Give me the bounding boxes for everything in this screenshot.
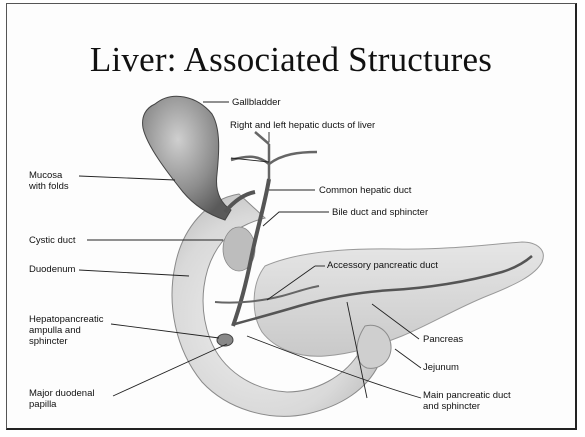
label-gallbladder: Gallbladder bbox=[232, 97, 281, 108]
label-major-duodenal-papilla: Major duodenal papilla bbox=[29, 388, 95, 410]
label-hepatic-ducts: Right and left hepatic ducts of liver bbox=[230, 120, 375, 131]
hepatic-ducts bbox=[231, 132, 317, 179]
gallbladder-shape bbox=[143, 96, 231, 220]
label-duodenum: Duodenum bbox=[29, 264, 75, 275]
label-accessory-pancreatic-duct: Accessory pancreatic duct bbox=[327, 260, 438, 271]
label-jejunum: Jejunum bbox=[423, 362, 459, 373]
label-bile-duct: Bile duct and sphincter bbox=[332, 207, 428, 218]
label-cystic-duct: Cystic duct bbox=[29, 235, 75, 246]
ampulla-shape bbox=[217, 334, 233, 346]
label-hepatopancreatic-ampulla: Hepatopancreatic ampulla and sphincter bbox=[29, 314, 103, 347]
label-common-hepatic-duct: Common hepatic duct bbox=[319, 185, 411, 196]
label-pancreas: Pancreas bbox=[423, 334, 463, 345]
slide: Liver: Associated Structures bbox=[6, 3, 577, 430]
label-mucosa: Mucosa with folds bbox=[29, 170, 69, 192]
label-main-pancreatic-duct: Main pancreatic duct and sphincter bbox=[423, 390, 511, 412]
anatomy-diagram bbox=[7, 4, 577, 430]
